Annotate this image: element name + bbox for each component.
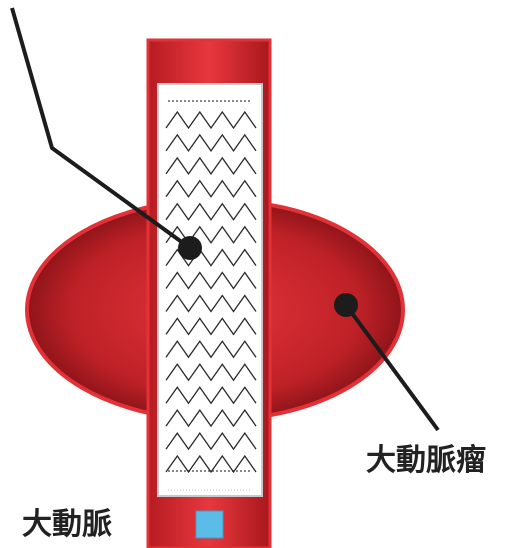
stent-wire-zigzags bbox=[165, 110, 257, 474]
stent-wire-row bbox=[165, 340, 257, 359]
stent-wire-row bbox=[165, 408, 257, 428]
stent-graft-pointer-dot bbox=[178, 236, 202, 260]
stent-wire-row bbox=[165, 156, 257, 176]
stent-wire-row bbox=[165, 202, 257, 221]
stent-graft-pointer-line bbox=[10, 7, 192, 250]
stent-wire-row bbox=[165, 271, 257, 290]
aorta-label: 大動脈 bbox=[22, 507, 112, 542]
aneurysm-label: 大動脈瘤 bbox=[366, 443, 486, 478]
stent-wire-row bbox=[165, 431, 257, 451]
stent-wire-row bbox=[165, 133, 257, 153]
blue-marker bbox=[195, 510, 224, 539]
stent-wire-row bbox=[165, 454, 257, 474]
stent-wire-row bbox=[165, 363, 257, 382]
stent-wire-row bbox=[165, 386, 257, 405]
stent-graft bbox=[157, 83, 263, 497]
stent-wire-row bbox=[165, 179, 257, 198]
stent-wire-row bbox=[165, 110, 257, 130]
stent-wire-row bbox=[165, 225, 257, 244]
stent-wire-row bbox=[165, 294, 257, 313]
aneurysm-pointer-line bbox=[344, 303, 440, 432]
aneurysm-pointer-dot bbox=[334, 293, 358, 317]
stent-wire-row bbox=[165, 317, 257, 336]
